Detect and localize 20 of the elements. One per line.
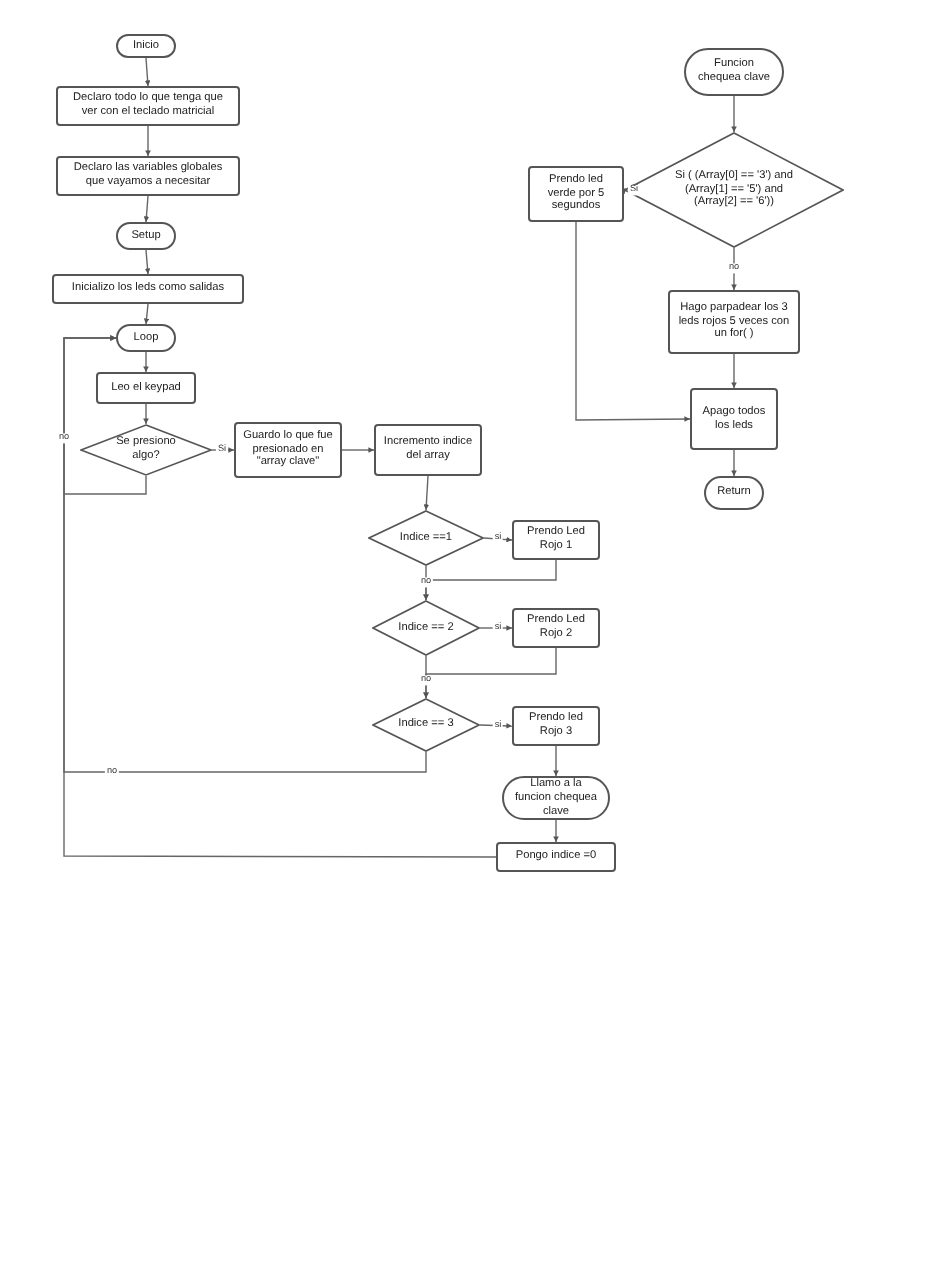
arrow (731, 449, 737, 477)
arrow (553, 745, 559, 777)
arrow (63, 335, 497, 858)
arrow (144, 57, 151, 87)
arrow (553, 819, 559, 843)
arrow (731, 353, 737, 389)
arrow (143, 351, 149, 373)
arrow (575, 221, 691, 422)
arrow (143, 303, 150, 325)
arrow (423, 475, 430, 511)
arrow (483, 536, 513, 543)
arrow (731, 95, 737, 133)
arrow (341, 447, 375, 453)
arrow (423, 647, 557, 699)
arrow (423, 559, 557, 601)
arrow (143, 195, 150, 223)
arrow (145, 125, 151, 157)
arrow (143, 403, 149, 425)
arrow (731, 247, 737, 291)
arrow (144, 249, 151, 275)
